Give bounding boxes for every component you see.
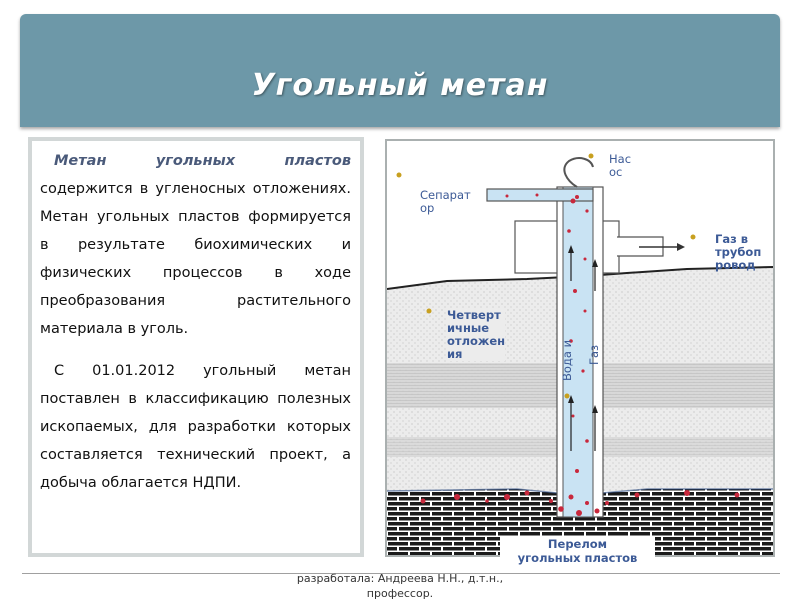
label-gas: Газ [587, 344, 601, 365]
label-quaternary-deposits: Четверт ичные отложен ия [447, 308, 506, 361]
footer-credit: разработала: Андреева Н.Н., д.т.н., проф… [296, 572, 504, 600]
label-gas-to-pipeline: Газ в трубоп ровод [715, 232, 762, 272]
label-water-and: Вода и [560, 339, 574, 381]
paragraph-definition: Метан угольных пластов содержится в угле… [40, 147, 351, 343]
paragraph-classification: С 01.01.2012 угольный метан поставлен в … [40, 363, 351, 491]
title-bar: Угольный метан [20, 14, 780, 127]
separator-pipe [486, 188, 594, 202]
text-panel: Метан угольных пластов содержится в угле… [28, 137, 364, 557]
label-separator: Сепарат ор [420, 188, 471, 215]
pump-head [563, 157, 594, 188]
well-diagram-svg [387, 141, 773, 555]
label-markers [396, 153, 696, 399]
paragraph-body: содержится в угленосных отложениях. Мета… [40, 181, 351, 337]
gas-bubbles [420, 193, 740, 516]
paragraph-lead: Метан угольных пластов [54, 153, 351, 169]
well-diagram: Нас ос Сепарат ор Газ в трубоп ровод Чет… [385, 139, 775, 557]
label-fracture: Перелом угольных пластов [500, 537, 655, 567]
well-inner [562, 186, 594, 518]
slide-title: Угольный метан [251, 68, 549, 103]
footer-divider [22, 573, 780, 574]
coal-seam [387, 489, 773, 555]
label-pump: Нас ос [609, 152, 632, 179]
